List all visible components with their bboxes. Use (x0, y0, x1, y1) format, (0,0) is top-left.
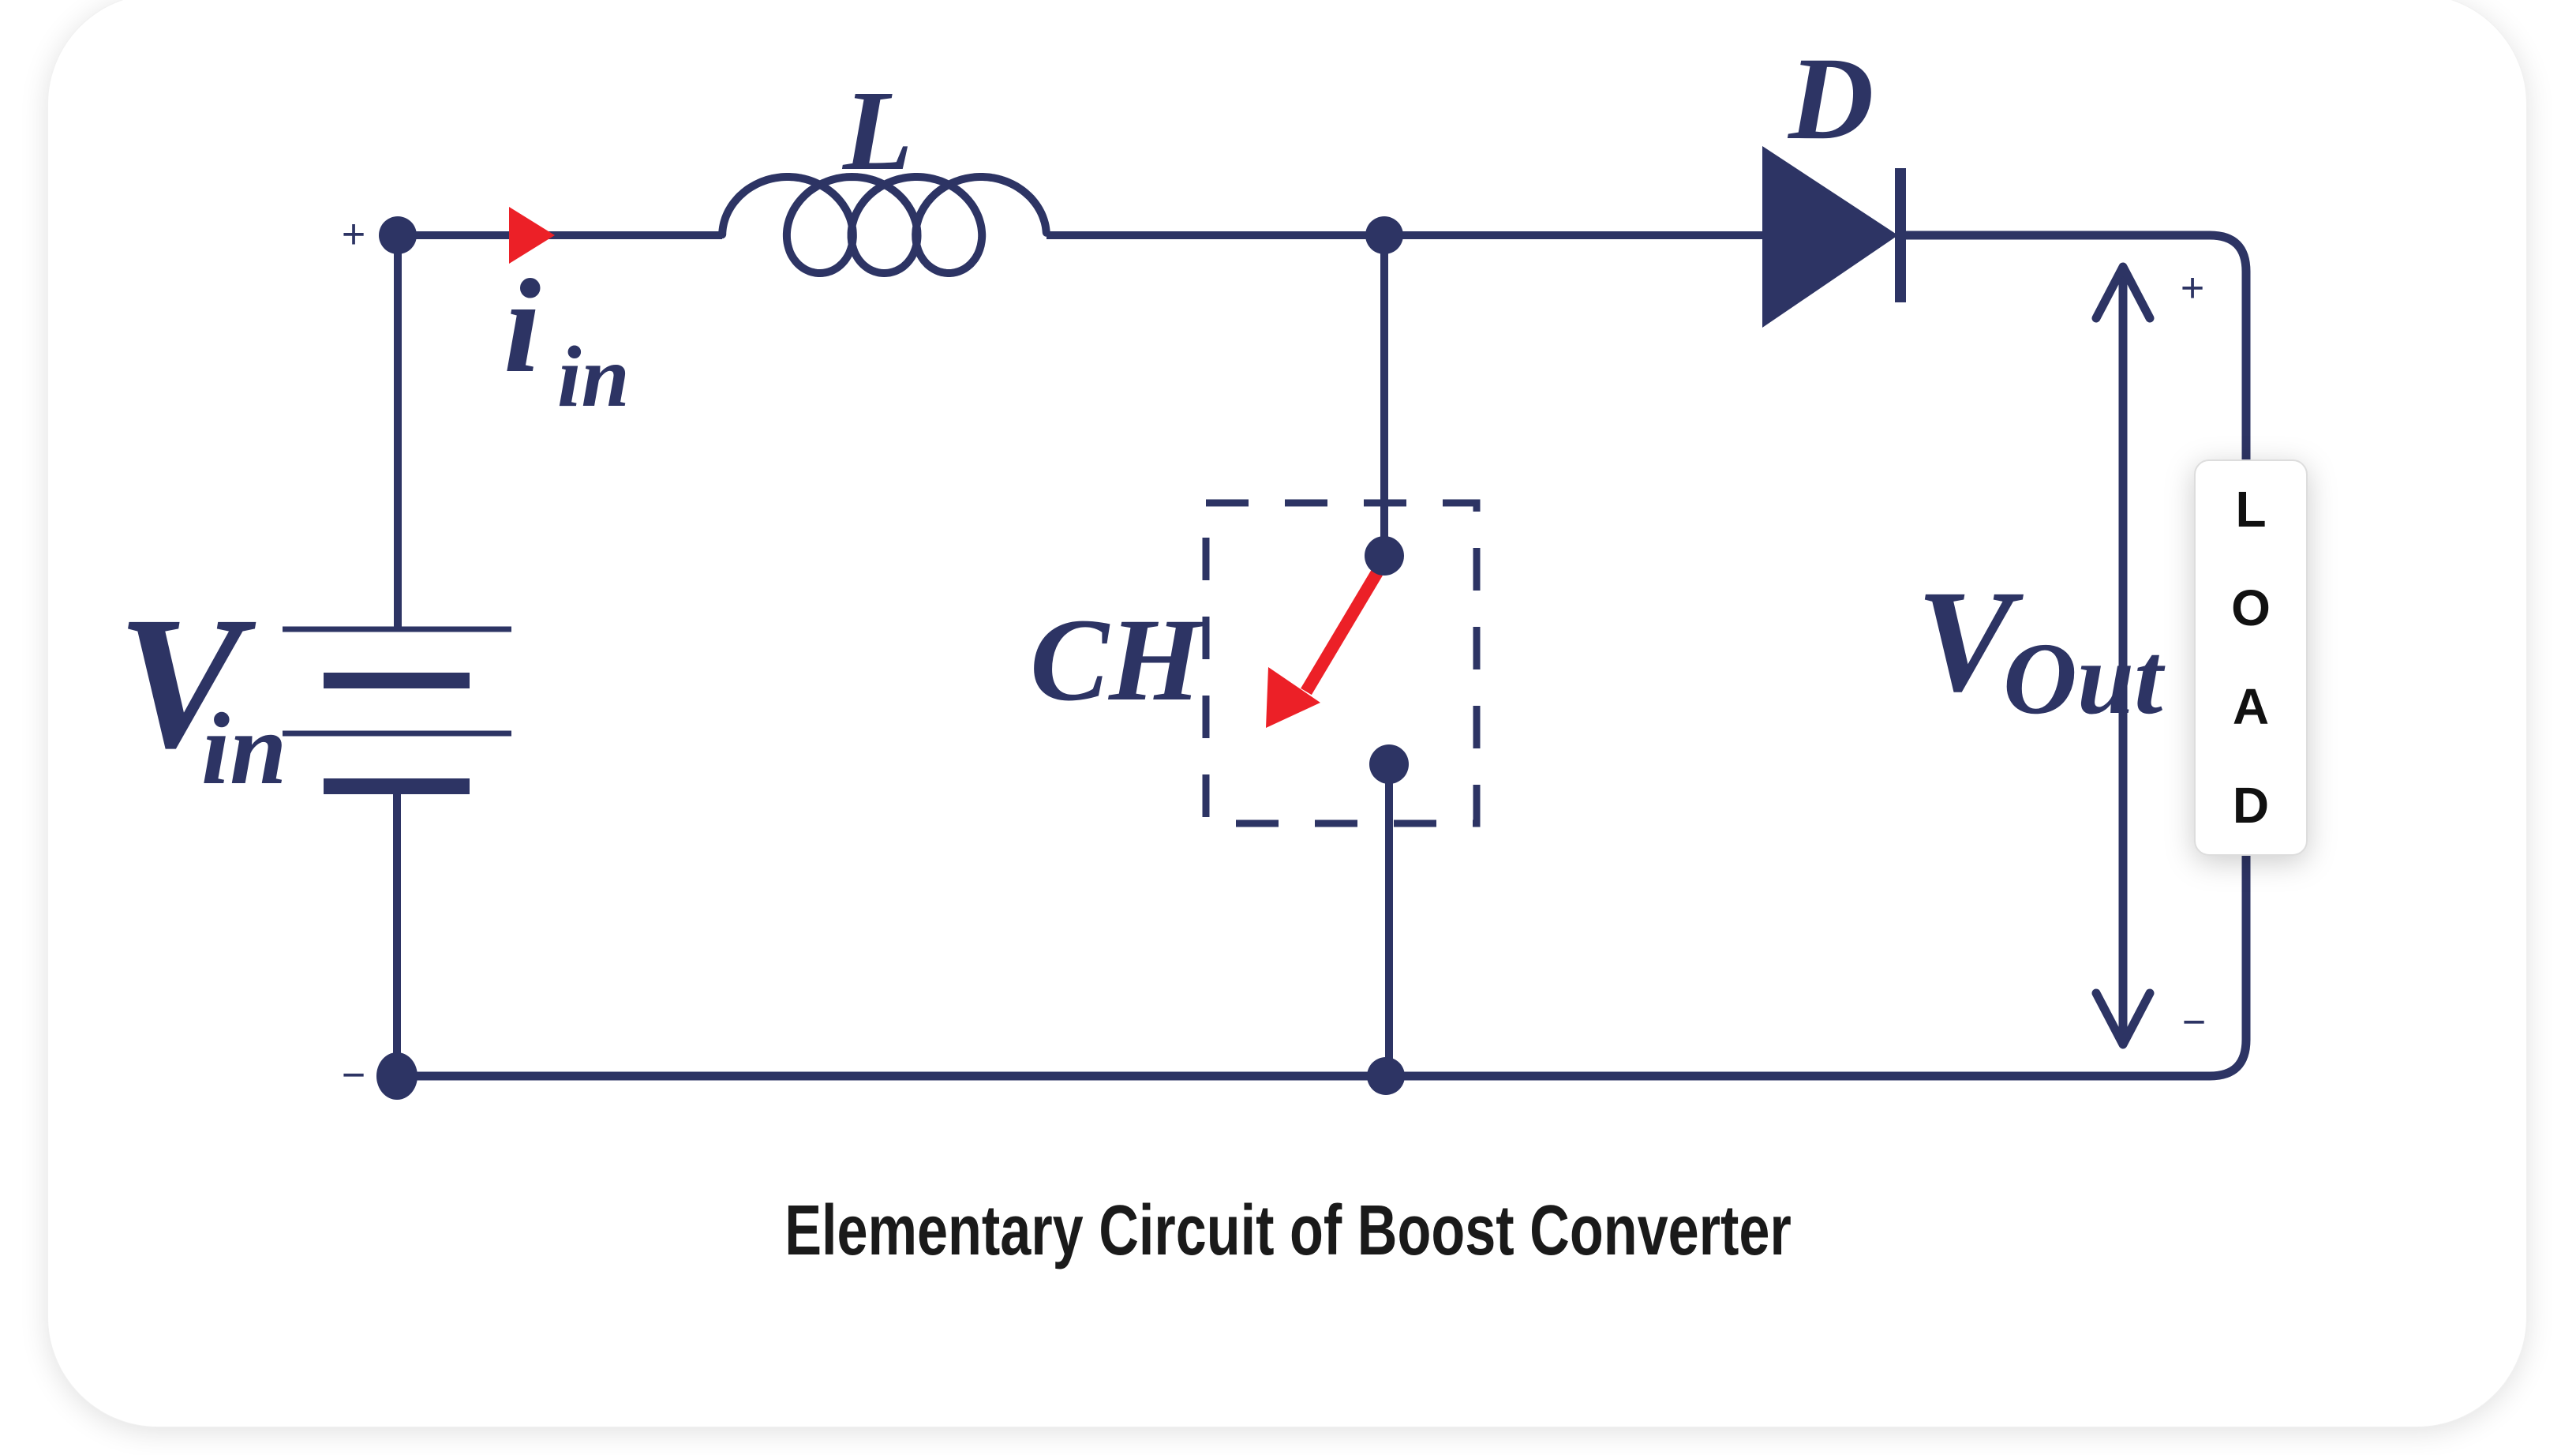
load-box: L O A D (2194, 459, 2308, 856)
inductor-label: L (841, 68, 913, 194)
output-plus-sign: + (2181, 265, 2204, 311)
load-letter-4: D (2233, 777, 2269, 834)
output-voltage-label-main: V (1916, 561, 2024, 722)
switch-arrow-head-icon (1266, 667, 1320, 728)
input-current-label-sub: in (557, 328, 630, 425)
input-minus-sign: − (342, 1052, 365, 1098)
load-letter-3: A (2233, 678, 2269, 735)
vout-arrow-head-down-icon (2091, 988, 2155, 1049)
input-current-label-main: i (504, 252, 541, 400)
load-letter-2: O (2231, 579, 2271, 636)
diode-symbol (1762, 146, 1906, 328)
load-box-background (2194, 459, 2308, 856)
figure-title: Elementary Circuit of Boost Converter (784, 1191, 1792, 1270)
switch-dashed-box (1202, 499, 1481, 827)
node-input-negative (376, 1052, 417, 1100)
input-plus-sign: + (342, 212, 365, 257)
battery-symbol (283, 626, 511, 794)
node-bottom-junction (1367, 1057, 1405, 1095)
node-top-junction (1365, 216, 1403, 254)
switch-arrow-shaft (1301, 568, 1383, 696)
input-current-arrow-icon (509, 207, 555, 264)
diode-label: D (1787, 33, 1874, 164)
vout-arrow-head-up-icon (2091, 262, 2155, 323)
node-input-positive (379, 216, 417, 254)
load-letter-1: L (2235, 481, 2266, 538)
input-voltage-label-sub: in (201, 692, 286, 806)
switch-contact-top (1365, 536, 1404, 576)
output-minus-sign: − (2182, 999, 2206, 1045)
switch-contact-bottom (1369, 744, 1409, 784)
diode-triangle-icon (1762, 146, 1898, 328)
switch-label: CH (1030, 594, 1204, 726)
inductor-coil (718, 173, 1050, 277)
output-voltage-label-sub: Out (2003, 622, 2166, 736)
output-voltage-arrow (2091, 262, 2155, 1049)
diode-cathode-bar (1895, 168, 1906, 302)
input-voltage-label-main: V (117, 577, 256, 787)
